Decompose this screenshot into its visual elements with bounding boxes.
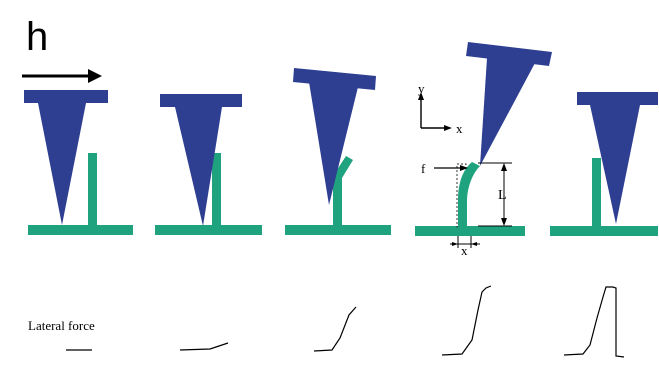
trace-2 xyxy=(179,342,229,351)
tip-2 xyxy=(175,107,222,226)
tip-1 xyxy=(38,103,86,225)
force-label: f xyxy=(421,161,426,176)
trace-4 xyxy=(441,285,492,356)
lateral-force-traces xyxy=(66,285,625,358)
lateral-force-label: Lateral force xyxy=(28,318,95,333)
deflection-label: x xyxy=(461,243,468,258)
stage-3 xyxy=(285,68,391,235)
post-2 xyxy=(212,153,221,228)
direction-arrow xyxy=(22,69,102,83)
post-4-bent xyxy=(458,162,480,228)
tip-3 xyxy=(309,82,358,205)
substrate-5 xyxy=(550,226,658,236)
post-1 xyxy=(88,153,97,228)
stage-2 xyxy=(155,94,262,235)
panel-letter: h xyxy=(26,15,48,59)
trace-3 xyxy=(313,306,357,352)
cantilever-2 xyxy=(160,94,242,107)
stage-1 xyxy=(24,90,133,235)
tip-4 xyxy=(480,58,535,166)
length-label: L xyxy=(498,188,507,203)
substrate-2 xyxy=(155,225,262,235)
stage-5 xyxy=(550,92,658,236)
cantilever-3 xyxy=(293,68,376,90)
post-5 xyxy=(592,158,601,228)
axis-y-label: y xyxy=(418,81,425,96)
post-3-bent xyxy=(333,156,353,228)
trace-5 xyxy=(563,286,625,358)
cantilever-5 xyxy=(577,92,658,105)
axis-x-label: x xyxy=(456,121,463,136)
tip-5 xyxy=(590,105,640,224)
cantilever-1 xyxy=(24,90,108,103)
substrate-1 xyxy=(28,225,133,235)
substrate-4 xyxy=(415,226,525,236)
axes-icon xyxy=(418,92,452,131)
stage-4: y x f L xyxy=(415,42,552,258)
substrate-3 xyxy=(285,225,391,235)
cantilever-4 xyxy=(466,42,552,66)
